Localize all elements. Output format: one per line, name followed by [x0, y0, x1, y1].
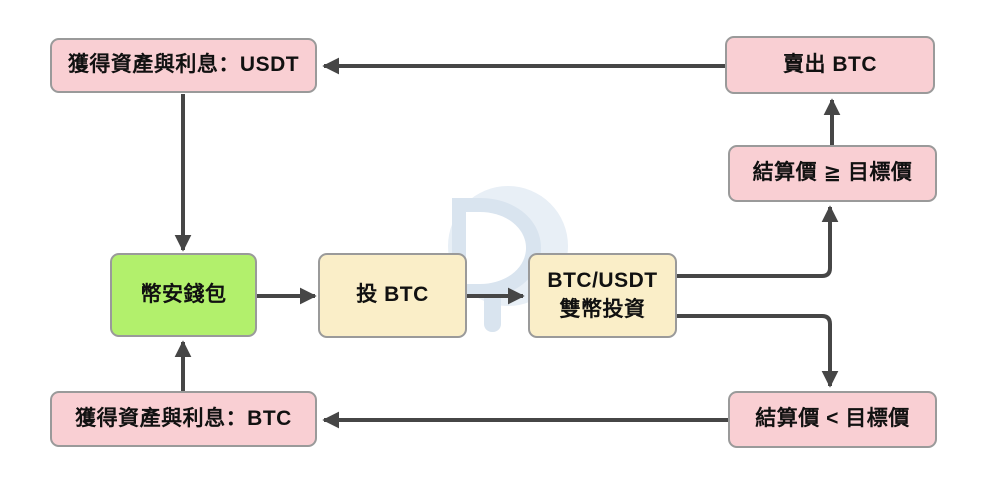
- node-binance-wallet: 幣安錢包: [110, 253, 257, 337]
- watermark-letter-d-tail: [484, 288, 501, 332]
- node-settlement-lt-target: 結算價 < 目標價: [728, 391, 937, 448]
- node-get-assets-interest-btc: 獲得資產與利息：BTC: [50, 391, 317, 447]
- arrow-dualinvest-to-settlegte: [677, 205, 839, 278]
- arrow-dualinvest-to-settlelt: [677, 314, 839, 388]
- node-binance-wallet-label: 幣安錢包: [140, 282, 227, 306]
- node-sell-btc-label: 賣出 BTC: [783, 52, 877, 76]
- node-settlement-lt-target-label: 結算價 < 目標價: [755, 407, 910, 431]
- node-btc-usdt-dual-investment-label-line1: BTC/USDT: [547, 269, 658, 293]
- node-get-assets-interest-usdt: 獲得資產與利息：USDT: [50, 38, 317, 93]
- node-btc-usdt-dual-investment: BTC/USDT 雙幣投資: [528, 253, 677, 338]
- node-btc-usdt-dual-investment-label-line2: 雙幣投資: [559, 297, 646, 321]
- watermark-letter-d-counter: [466, 212, 526, 284]
- node-settlement-gte-target: 結算價 ≧ 目標價: [728, 145, 937, 202]
- node-sell-btc: 賣出 BTC: [725, 36, 935, 94]
- node-get-assets-interest-btc-label: 獲得資產與利息：BTC: [75, 406, 292, 430]
- node-settlement-gte-target-label: 結算價 ≧ 目標價: [752, 161, 913, 185]
- node-invest-btc-label: 投 BTC: [356, 283, 429, 307]
- node-get-assets-interest-usdt-label: 獲得資產與利息：USDT: [67, 53, 300, 77]
- node-invest-btc: 投 BTC: [318, 253, 467, 338]
